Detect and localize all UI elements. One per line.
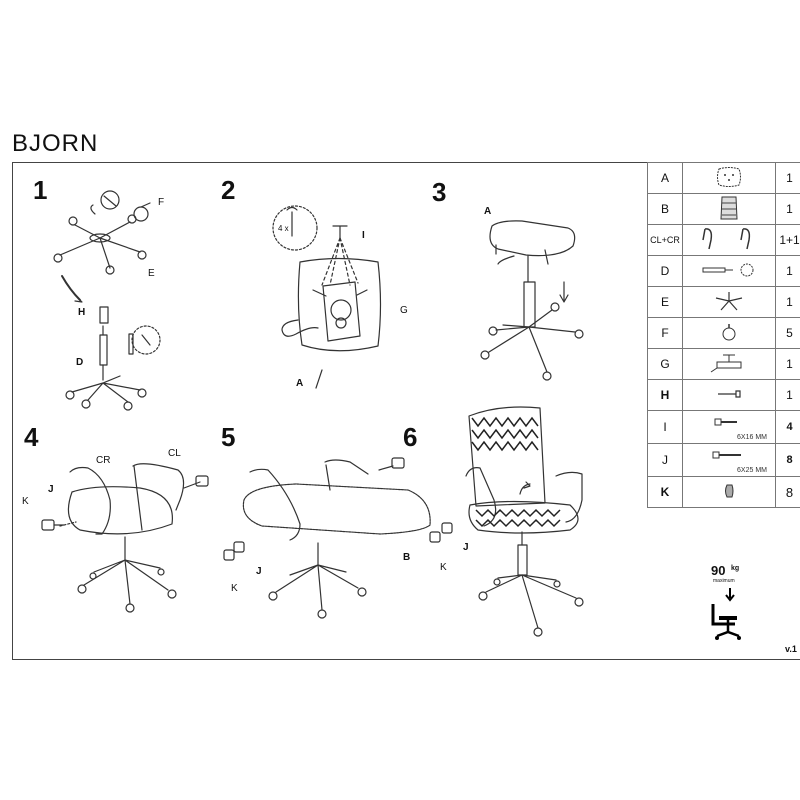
- part-quantity: 8: [775, 476, 800, 508]
- document-title: BJORN: [12, 130, 99, 157]
- parts-row: H 1: [647, 379, 800, 411]
- part-quantity: 5: [775, 317, 800, 349]
- part-quantity: 1: [775, 255, 800, 287]
- short-bolt-icon: 6X16 MM: [682, 410, 776, 444]
- step-1-drawing: [53, 190, 161, 411]
- step-5-drawing: [223, 457, 431, 619]
- gas-lift-icon: [682, 255, 776, 287]
- parts-row: F 5: [647, 317, 800, 349]
- mesh-pattern: [471, 416, 561, 528]
- part-letter: D: [647, 255, 683, 287]
- bolt-spec: 6X25 MM: [737, 467, 767, 474]
- step-2-drawing: [272, 205, 382, 389]
- gas-cover-icon: [682, 379, 776, 411]
- part-label: E: [148, 268, 155, 279]
- weight-limit-caption: maximum: [713, 578, 735, 584]
- tilt-mechanism-icon: [682, 348, 776, 380]
- chair-weight-icon: [711, 588, 741, 640]
- step-6-drawing: [429, 406, 584, 637]
- part-label: G: [400, 305, 408, 316]
- weight-limit-value: 90: [711, 563, 726, 578]
- parts-row: D 1: [647, 255, 800, 287]
- part-letter: A: [647, 162, 683, 194]
- part-letter: G: [647, 348, 683, 380]
- part-quantity: 4: [775, 410, 800, 444]
- part-label: K: [440, 562, 447, 573]
- parts-row: A 1: [647, 162, 800, 194]
- part-label: CR: [96, 455, 111, 466]
- part-letter: CL+CR: [647, 224, 683, 256]
- parts-row: E 1: [647, 286, 800, 318]
- part-letter: E: [647, 286, 683, 318]
- part-label: A: [484, 206, 492, 217]
- bolt-spec: 6X16 MM: [737, 434, 767, 441]
- step-3-drawing: [480, 220, 584, 381]
- part-label: CL: [168, 448, 181, 459]
- step-number: 1: [33, 175, 48, 205]
- parts-row: B 1: [647, 193, 800, 225]
- part-letter: I: [647, 410, 683, 444]
- step-4-drawing: [41, 463, 209, 613]
- part-label: K: [22, 496, 29, 507]
- parts-row: K 8: [647, 476, 800, 508]
- backrest-icon: [682, 193, 776, 225]
- long-bolt-icon: 6X25 MM: [682, 443, 776, 477]
- part-quantity: 1: [775, 348, 800, 380]
- part-quantity: 1+1: [775, 224, 800, 256]
- part-label: H: [78, 307, 86, 318]
- part-label: K: [231, 583, 238, 594]
- parts-row: G 1: [647, 348, 800, 380]
- parts-row: CL+CR 1+1: [647, 224, 800, 256]
- step-number: 5: [221, 422, 236, 452]
- part-label: A: [296, 378, 304, 389]
- weight-limit-unit: kg: [731, 565, 740, 572]
- step-number: 2: [221, 175, 236, 205]
- caster-icon: [682, 317, 776, 349]
- part-letter: J: [647, 443, 683, 477]
- part-quantity: 1: [775, 162, 800, 194]
- part-quantity: 8: [775, 443, 800, 477]
- part-letter: K: [647, 476, 683, 508]
- allen-key-icon: [682, 476, 776, 508]
- parts-list-table: A 1 B 1 CL+CR 1+1 D 1 E 1 F: [647, 162, 800, 508]
- part-letter: F: [647, 317, 683, 349]
- part-label: J: [463, 542, 469, 553]
- instruction-frame: [12, 162, 800, 660]
- armrests-icon: [682, 224, 776, 256]
- part-label: J: [256, 566, 262, 577]
- part-label: B: [403, 552, 411, 563]
- part-label: I: [362, 230, 365, 241]
- part-label: 4 x: [278, 224, 289, 233]
- part-quantity: 1: [775, 193, 800, 225]
- part-letter: B: [647, 193, 683, 225]
- seat-plate-icon: [682, 162, 776, 194]
- step-number: 6: [403, 422, 418, 452]
- part-quantity: 1: [775, 286, 800, 318]
- part-letter: H: [647, 379, 683, 411]
- document-version: v.1: [785, 644, 797, 654]
- part-label: D: [76, 357, 84, 368]
- part-label: F: [158, 197, 165, 208]
- part-label: J: [48, 484, 54, 495]
- star-base-icon: [682, 286, 776, 318]
- step-number: 4: [24, 422, 39, 452]
- parts-row: I 6X16 MM 4: [647, 410, 800, 444]
- parts-row: J 6X25 MM 8: [647, 443, 800, 477]
- part-quantity: 1: [775, 379, 800, 411]
- step-number: 3: [432, 177, 447, 207]
